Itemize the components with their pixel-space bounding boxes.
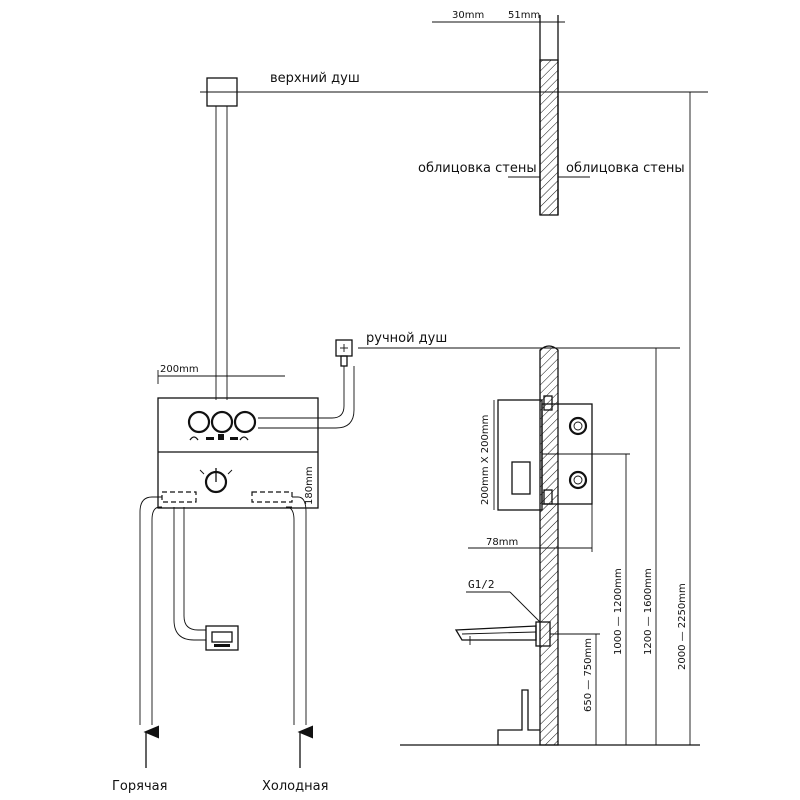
spout-body-line — [461, 631, 537, 635]
knob-2-symbol — [218, 434, 224, 440]
box-valve-upper — [568, 416, 588, 436]
spout-body — [454, 625, 537, 641]
thread-label: G1/2 — [468, 578, 495, 591]
hot-label: Горячая — [112, 779, 167, 794]
spout-height-label: 650 — 750mm — [583, 638, 594, 712]
wall-max-label: 51mm — [508, 10, 540, 21]
bathtub-edge — [497, 689, 540, 745]
box-clamp-bottom — [543, 489, 553, 505]
diverter-knob-2 — [210, 410, 234, 434]
top-shower-height-label: 2000 — 2250mm — [677, 583, 688, 670]
mixer-panel-front: 200mm 180mm — [157, 364, 319, 509]
knob-3-symbol — [239, 436, 249, 441]
panel-width-label: 200mm — [160, 364, 199, 375]
hot-pipe-inner — [151, 506, 162, 725]
cold-inlet — [251, 491, 293, 503]
knob-2-mark — [230, 437, 238, 440]
thermostat-tick-right — [227, 469, 233, 475]
box-depth-label: 78mm — [486, 537, 518, 548]
hot-inlet — [161, 491, 197, 503]
thread-leader-diag — [509, 591, 541, 623]
spout-outlet — [205, 625, 239, 651]
spout-outlet-slot — [214, 644, 230, 647]
thermostat-tick-left — [199, 469, 205, 475]
diverter-knob-3 — [233, 410, 257, 434]
wall-min-label: 30mm — [452, 10, 484, 21]
box-valve-upper-core — [573, 421, 583, 431]
hand-shower: ручной душ — [258, 331, 680, 429]
cold-pipe-outer — [292, 496, 307, 725]
spout-pipe-inner — [183, 507, 206, 631]
mixer-height-label: 1000 — 1200mm — [613, 568, 624, 655]
lower-wall-section: 200mm X 200mm 78mm G1/2 650 — 750mm 1000… — [400, 92, 700, 746]
cladding-left-label: облицовка стены — [418, 161, 537, 176]
top-shower: верхний душ — [200, 71, 708, 400]
cold-label: Холодная — [262, 779, 328, 794]
hand-shower-nipple — [340, 355, 348, 367]
lower-wall-hatch — [539, 345, 559, 746]
knob-1-symbol — [189, 436, 199, 441]
knob-1-mark — [206, 437, 214, 440]
hand-shower-height-label: 1200 — 1600mm — [643, 568, 654, 655]
box-size-label: 200mm X 200mm — [480, 415, 491, 505]
hot-pipe-outer — [139, 496, 162, 725]
hand-shower-pipe-inner — [258, 366, 355, 429]
box-valve-lower-core — [573, 475, 583, 485]
hand-shower-pipe-outer — [258, 366, 345, 419]
cold-pipe-inner — [285, 506, 295, 725]
box-clamp-top — [543, 395, 553, 411]
upper-wall-hatch — [539, 59, 559, 216]
cladding-right-label: облицовка стены — [566, 161, 685, 176]
top-shower-label: верхний душ — [270, 71, 360, 86]
box-inner-element — [511, 461, 531, 495]
spout-pipe-outer — [173, 507, 206, 641]
upper-wall-section: 30mm 51mm облицовка стены облицовка стен… — [418, 10, 685, 216]
spout-outlet-inner — [211, 631, 233, 643]
supply-pipes: Горячая Холодная — [112, 496, 328, 794]
hand-shower-label: ручной душ — [366, 331, 447, 346]
box-valve-lower — [568, 470, 588, 490]
diverter-knob-1 — [187, 410, 211, 434]
panel-height-label: 180mm — [304, 466, 315, 505]
mixer-panel — [157, 397, 319, 509]
